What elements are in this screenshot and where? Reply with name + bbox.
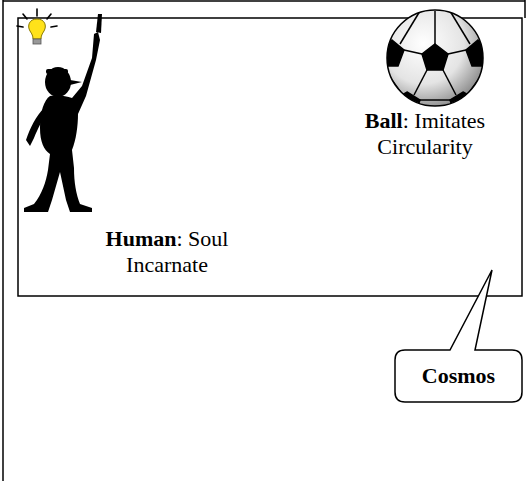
human-figure — [24, 14, 102, 212]
callout-text: Cosmos — [395, 350, 522, 389]
callout-bubble: Cosmos — [395, 350, 522, 402]
frame-line — [524, 0, 526, 18]
soccer-ball — [378, 0, 492, 116]
frame-line — [2, 0, 4, 481]
caption-label: Human: Soul Incarnate — [92, 226, 242, 279]
callout-outline — [395, 270, 522, 402]
lightbulb-icon — [17, 9, 57, 44]
caption-label: Ball: Imitates Circularity — [328, 108, 522, 161]
frame-line — [3, 0, 525, 2]
cosmos-box — [18, 18, 522, 296]
